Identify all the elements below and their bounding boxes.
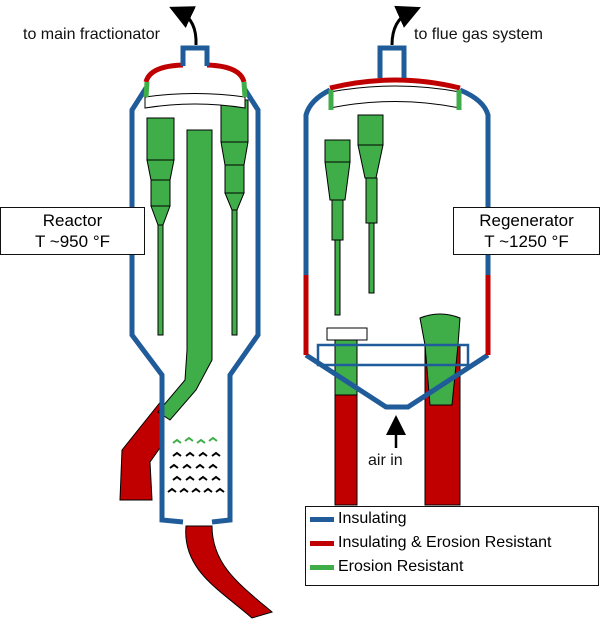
reactor-dome-green (143, 81, 248, 98)
regen-wall-red (303, 77, 491, 355)
reactor-plenum (144, 93, 246, 109)
regen-air-grid (326, 327, 368, 341)
reactor-callout: Reactor T ~950 °F (0, 207, 145, 255)
reactor-riser (157, 129, 213, 421)
regen-plenum (329, 85, 461, 109)
regen-nozzle (377, 45, 407, 78)
legend-item-erosion: Erosion Resistant (306, 555, 598, 579)
legend-swatch (310, 564, 334, 570)
legend-swatch (310, 516, 334, 522)
reactor-stripping-baffles (167, 436, 225, 493)
regen-outlet-arrow (390, 5, 421, 46)
legend-label: Insulating & Erosion Resistant (338, 534, 552, 551)
reactor-cyclone-right (220, 99, 249, 336)
legend-label: Erosion Resistant (338, 558, 464, 575)
regen-dome-green (328, 90, 462, 110)
reactor-bottom-pipe (185, 525, 274, 619)
reactor-name: Reactor (42, 211, 103, 230)
regenerator-temp: T ~1250 °F (484, 232, 569, 251)
legend-item-insulating-erosion: Insulating & Erosion Resistant (306, 531, 598, 555)
regenerator-callout: Regenerator T ~1250 °F (453, 207, 600, 255)
reactor-nozzle (180, 45, 210, 66)
reactor-temp: T ~950 °F (35, 232, 110, 251)
legend: Insulating Insulating & Erosion Resistan… (305, 506, 599, 586)
legend-swatch (310, 540, 334, 546)
regenerator-outlet-label: to flue gas system (414, 26, 543, 43)
reactor-outlet-label: to main fractionator (23, 26, 160, 43)
reactor-dome-red (143, 62, 247, 83)
regen-cyclone-right (357, 114, 384, 294)
regen-cyclone-left (324, 139, 351, 316)
regen-wall-blue (303, 87, 491, 410)
reactor-wall-blue (129, 86, 261, 525)
legend-label: Insulating (338, 510, 407, 527)
regen-grid-box (316, 343, 470, 367)
regenerator-name: Regenerator (479, 211, 574, 230)
reactor-inlet-pipe (119, 398, 163, 501)
reactor-outlet-arrow (169, 6, 198, 46)
reactor-cyclone-left (146, 117, 175, 336)
legend-item-insulating: Insulating (306, 507, 598, 531)
air-in-label: air in (368, 452, 403, 469)
